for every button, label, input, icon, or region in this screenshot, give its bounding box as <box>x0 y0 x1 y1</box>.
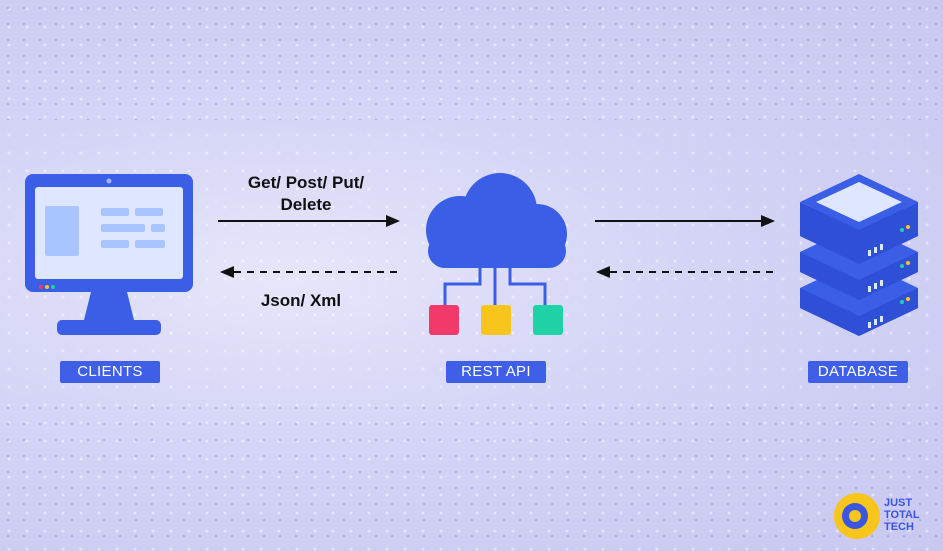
query-arrow <box>595 215 775 227</box>
request-methods-line1: Get/ Post/ Put/ <box>247 173 365 192</box>
cloud-api-icon <box>426 173 567 335</box>
response-arrow <box>220 266 400 278</box>
logo-line3: TECH <box>884 521 914 533</box>
logo-line2: TOTAL <box>884 509 920 521</box>
request-methods-line2: Delete <box>280 195 332 214</box>
request-arrow <box>218 215 400 227</box>
monitor-icon <box>25 174 193 335</box>
response-format-label: Json/ Xml <box>260 291 342 310</box>
logo-icon <box>834 493 880 539</box>
result-arrow <box>596 266 774 278</box>
logo-line1: JUST <box>884 497 913 509</box>
background-dots-top <box>0 0 943 120</box>
request-methods-label: Get/ Post/ Put/ Delete <box>222 172 390 216</box>
database-server-icon <box>800 174 918 336</box>
background-dots-bottom <box>0 400 943 551</box>
clients-label: CLIENTS <box>60 361 160 383</box>
rest-api-label: REST API <box>446 361 546 383</box>
logo-text: JUST TOTAL TECH <box>884 497 920 533</box>
database-label: DATABASE <box>808 361 908 383</box>
